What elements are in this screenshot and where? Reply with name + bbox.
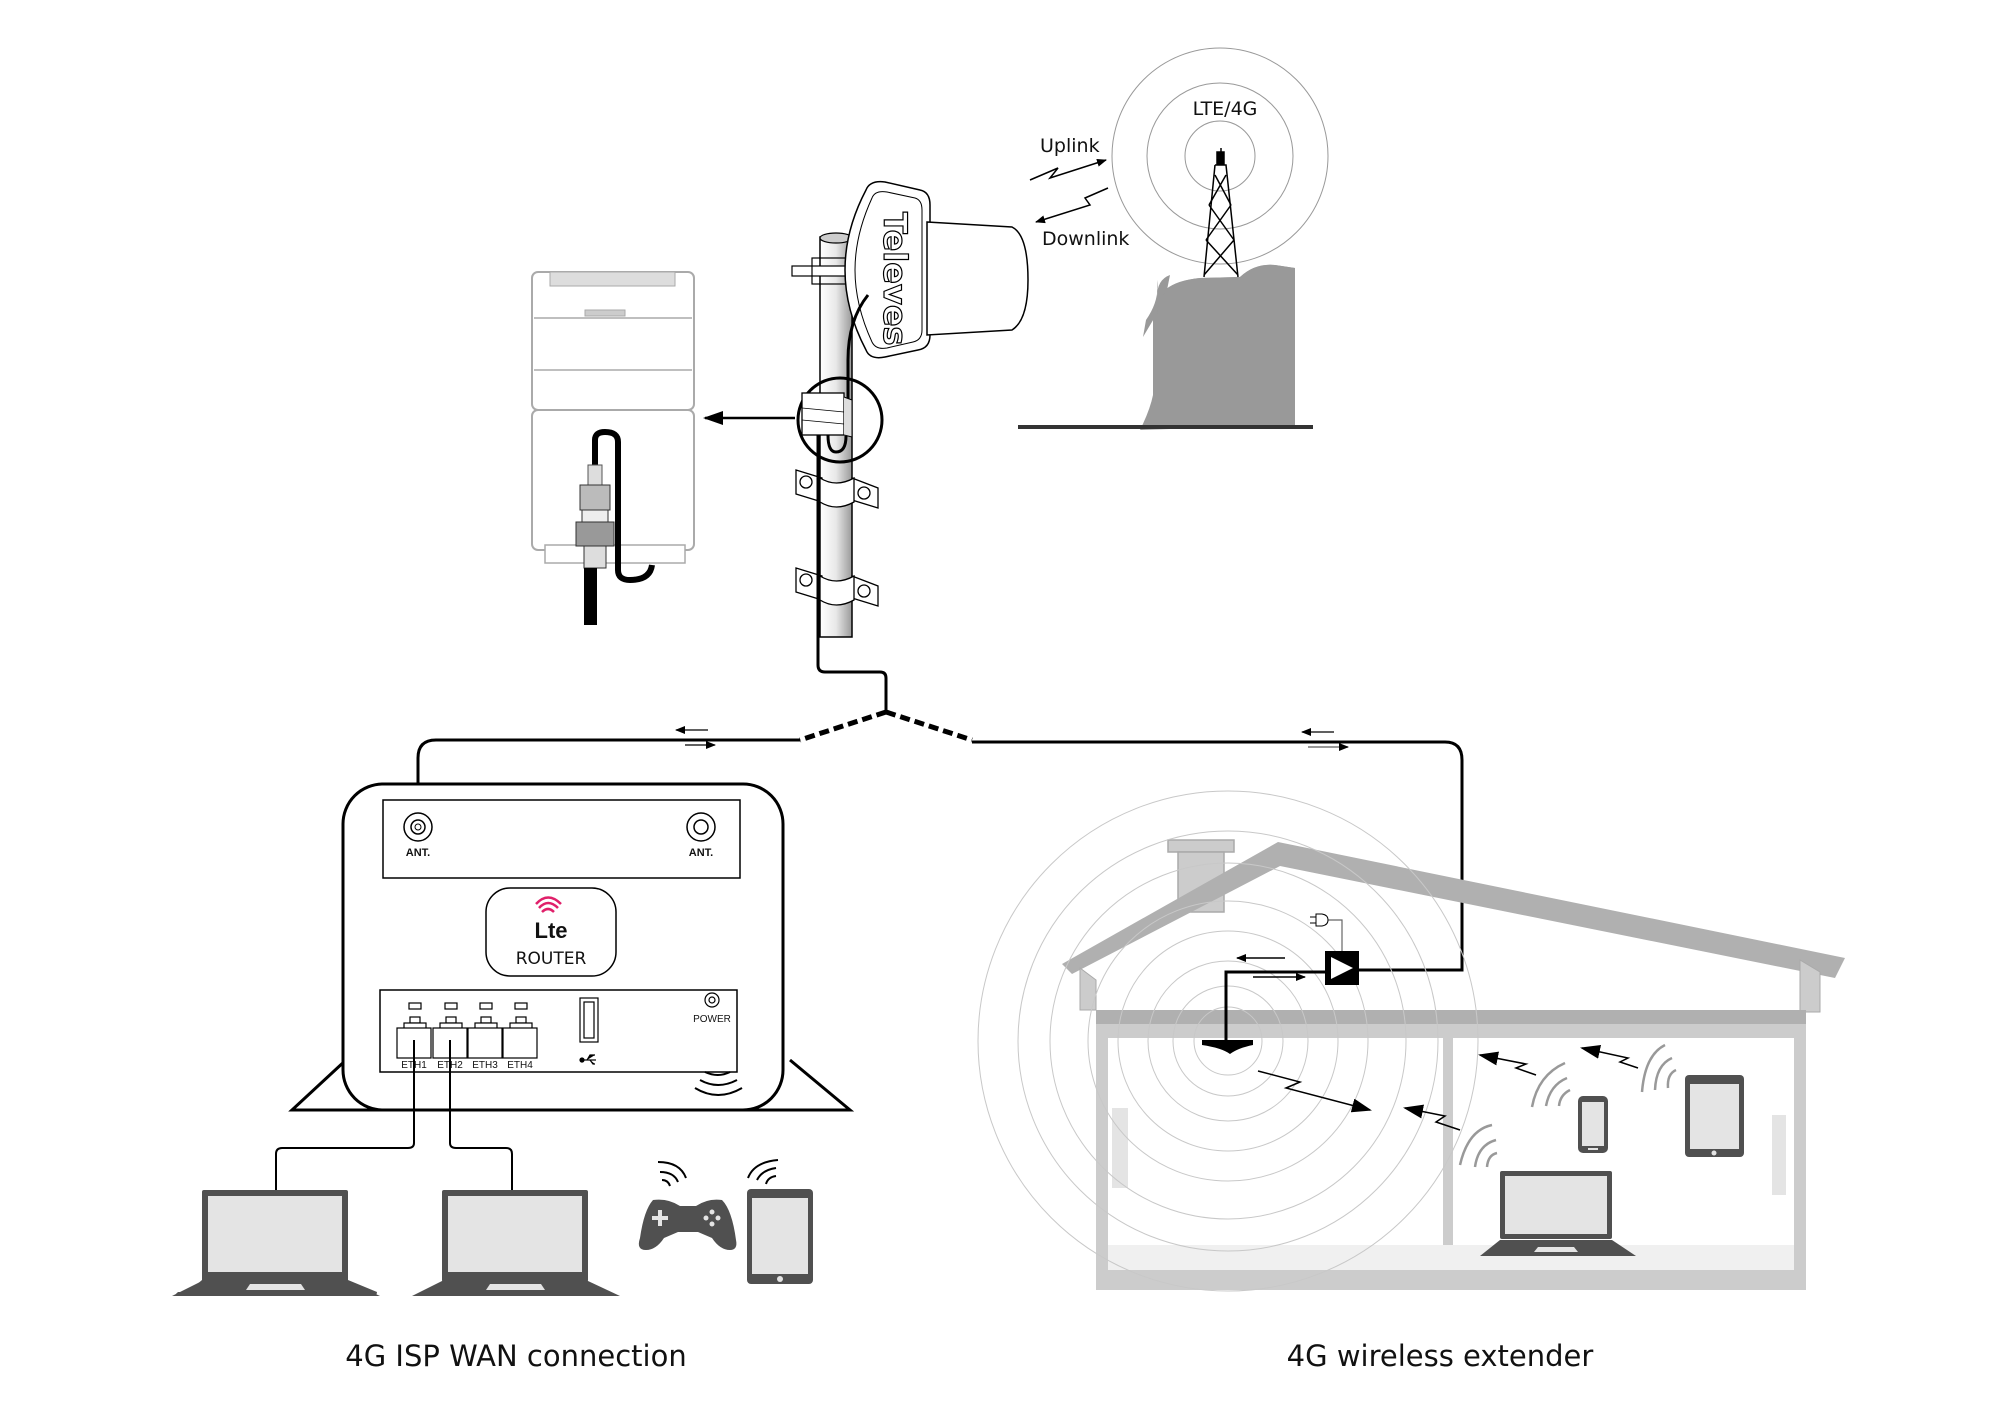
indoor-signal-rings <box>977 790 1479 1292</box>
hill <box>1157 264 1295 425</box>
usb-port[interactable] <box>579 997 599 1043</box>
antenna-port-label: ANT. <box>689 847 713 859</box>
power-button[interactable] <box>704 992 720 1008</box>
laptop-icon <box>172 1190 380 1296</box>
antenna-panel <box>844 180 931 359</box>
antenna-port-panel <box>382 799 741 879</box>
signal-ring <box>1111 47 1329 265</box>
pole-clamp <box>795 469 879 509</box>
antenna-reflector <box>926 221 1029 336</box>
mast-group: Televes <box>791 180 1029 712</box>
usb-icon <box>579 1054 596 1065</box>
antenna-cable <box>846 294 870 430</box>
tablet-icon <box>747 1189 813 1284</box>
caption-isp-wan: 4G ISP WAN connection <box>345 1339 686 1373</box>
hill-foot <box>1143 405 1157 425</box>
cell-tower-group: LTE/4G Uplink Downlink <box>1018 47 1329 430</box>
lte-signal-icon <box>535 896 562 913</box>
wall-right <box>1794 1038 1806 1288</box>
pole-clamp <box>795 567 879 607</box>
interior-wall <box>1443 1038 1453 1270</box>
power-inserter-box <box>801 392 845 436</box>
antenna-port-label: ANT. <box>406 847 430 859</box>
signal-ring <box>1184 120 1256 192</box>
downlink-arrow <box>1035 187 1109 224</box>
laptop-icon <box>1480 1171 1636 1256</box>
signal-ring <box>1146 82 1294 230</box>
eth-port-3[interactable] <box>467 1002 503 1059</box>
power-inserter-detail <box>531 271 695 625</box>
caption-wireless-extender: 4G wireless extender <box>1287 1339 1594 1373</box>
gamepad-icon <box>638 1199 737 1250</box>
tablet-icon <box>1685 1075 1744 1157</box>
wifi-waves-icon <box>657 1161 687 1187</box>
uplink-label: Uplink <box>1040 135 1100 157</box>
router-logo-badge <box>485 887 617 977</box>
clamp-bracket <box>791 265 853 277</box>
eth-port-label: ETH4 <box>507 1060 533 1071</box>
ceiling-antenna-icon <box>1202 1040 1253 1054</box>
attic-floor <box>1096 1010 1806 1024</box>
eth-port-4[interactable] <box>502 1002 538 1059</box>
lte-4g-label: LTE/4G <box>1193 98 1258 120</box>
ethernet-cables <box>275 1040 513 1190</box>
ground-line <box>1018 425 1313 429</box>
cable-to-router <box>416 738 800 838</box>
wifi-waves-icon <box>747 1159 779 1185</box>
highlight-circle <box>796 376 884 464</box>
router-name-label: ROUTER <box>516 949 587 969</box>
wifi-waves-icon <box>694 1071 743 1096</box>
coax-cables <box>416 709 1464 972</box>
wall-left <box>1096 1038 1108 1288</box>
tower-icon <box>1203 148 1239 278</box>
smartphone-icon <box>1578 1096 1608 1153</box>
power-label: POWER <box>693 1014 731 1025</box>
house-group <box>977 790 1845 1292</box>
antenna-port-2[interactable] <box>686 812 716 842</box>
lte-logo-text: Lte <box>535 918 568 943</box>
laptop-icon <box>412 1190 620 1296</box>
eth-port-1[interactable] <box>396 1002 432 1059</box>
roof <box>1062 842 1845 978</box>
eth-port-label: ETH3 <box>472 1060 498 1071</box>
power-plug-icon <box>1310 913 1329 927</box>
antenna-port-1[interactable] <box>403 812 433 842</box>
chimney <box>1167 839 1235 853</box>
floor <box>1096 1270 1806 1290</box>
uplink-arrow <box>1029 158 1107 181</box>
cable-to-house <box>972 740 1464 972</box>
downlink-label: Downlink <box>1042 228 1129 250</box>
televes-brand-logo: Televes <box>876 212 914 346</box>
lte-router: ANT. ANT. Lte ROUTER <box>288 782 855 1112</box>
downlead-cable <box>816 435 888 712</box>
